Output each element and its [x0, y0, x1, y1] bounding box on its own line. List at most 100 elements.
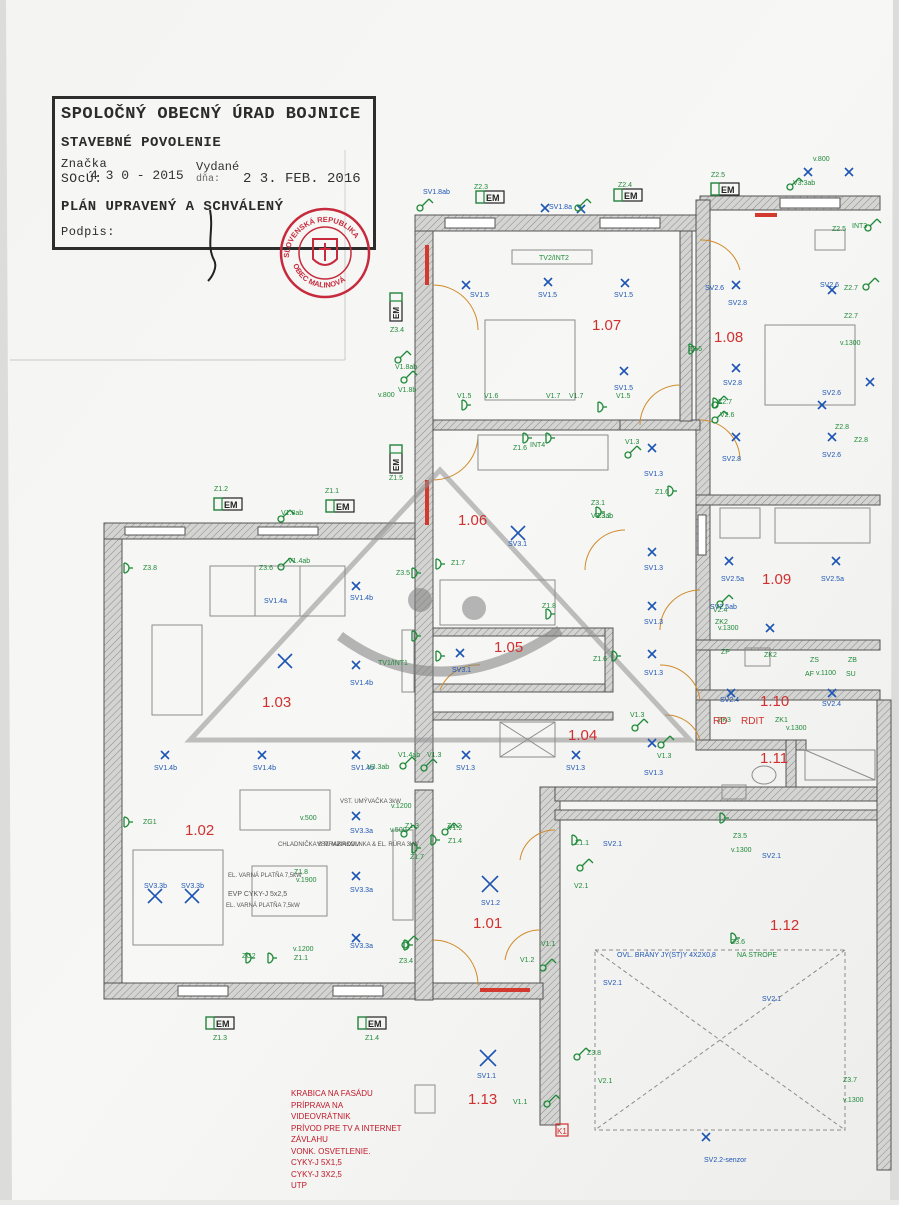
- socket-circuit-label: ZG2: [242, 953, 256, 960]
- wall-socket-icon: [545, 608, 555, 620]
- switch-circuit-label: V2.1: [574, 883, 589, 890]
- wall-socket-icon: [712, 397, 722, 409]
- light-circuit-label: SV2.2-senzor: [704, 1157, 747, 1164]
- socket-circuit-label: Z1.4: [448, 838, 462, 845]
- gate-cable-note: OVL. BRÁNY JY(ST)Y 4X2X0,8: [617, 950, 716, 959]
- em-label: EM: [721, 185, 735, 195]
- note-line: CYKY-J 5X1,5: [291, 1158, 342, 1167]
- socket-circuit-label: Z1.3: [213, 1035, 227, 1042]
- light-switch-icon: [543, 1094, 561, 1108]
- light-switch-icon: [574, 198, 592, 212]
- height-label: v.1200: [293, 946, 314, 953]
- light-fixture-icon: [351, 750, 361, 760]
- socket-circuit-label: Z1.6: [513, 445, 527, 452]
- light-switch-icon: [400, 824, 418, 838]
- height-label: v.500: [300, 815, 317, 822]
- appliance-note: VST. UMÝVAČKA 3kW: [340, 798, 401, 805]
- stamp-approved: PLÁN UPRAVENÝ A SCHVÁLENÝ: [61, 199, 284, 215]
- light-circuit-label: SV1.8a: [549, 204, 572, 211]
- light-circuit-label: SV2.6: [822, 390, 841, 397]
- socket-circuit-label: ZS: [810, 657, 819, 664]
- approval-stamp: SPOLOČNÝ OBECNÝ ÚRAD BOJNICE STAVEBNÉ PO…: [52, 96, 376, 250]
- room-label: 1.02: [185, 822, 214, 839]
- socket-circuit-label: Z1.6: [655, 489, 669, 496]
- light-fixture-icon: [647, 601, 657, 611]
- light-circuit-label: SV1.3: [644, 770, 663, 777]
- socket-circuit-label: ZK1: [775, 717, 788, 724]
- data-socket-label: INT4: [530, 442, 545, 449]
- wall-socket-icon: [667, 485, 677, 497]
- light-circuit-label: SV1.3: [644, 471, 663, 478]
- wall-socket-icon: [522, 432, 532, 444]
- light-circuit-label: SV2.5a: [821, 576, 844, 583]
- socket-circuit-label: Z2.3: [474, 184, 488, 191]
- wall-socket-icon: [595, 506, 605, 518]
- switch-circuit-label: V3.3ab: [367, 764, 389, 771]
- light-switch-icon: [716, 594, 734, 608]
- light-fixture-icon: [351, 933, 361, 943]
- light-circuit-label: SV1.5: [614, 292, 633, 299]
- light-fixture-icon: [844, 167, 854, 177]
- socket-circuit-label: Z3.5: [396, 570, 410, 577]
- light-fixture-icon: [257, 750, 267, 760]
- rack-label: RDIT: [741, 716, 764, 727]
- switch-circuit-label: V1.5: [616, 393, 631, 400]
- stamp-label-socu: SOcÚ:: [61, 171, 103, 186]
- furniture: [132, 229, 876, 1131]
- switch-circuit-label: V2.4: [713, 607, 728, 614]
- light-fixture-icon: [540, 203, 550, 213]
- light-fixture-icon: [731, 432, 741, 442]
- paper-sheet: [6, 0, 893, 1200]
- electric-meter-box-icon: EM: [389, 444, 403, 474]
- wall-socket-icon: [123, 816, 133, 828]
- socket-circuit-label: Z1.2: [447, 823, 461, 830]
- socket-circuit-label: Z2.7: [844, 313, 858, 320]
- light-fixture-icon: [571, 750, 581, 760]
- socket-circuit-label: Z3.6: [259, 565, 273, 572]
- tv-socket-label: TV2/INT2: [539, 255, 569, 262]
- light-circuit-label: SV1.4b: [351, 765, 374, 772]
- note-line: KRABICA NA FASÁDU: [291, 1089, 373, 1098]
- switch-circuit-label: V2.6: [720, 412, 735, 419]
- wall-socket-icon: [435, 558, 445, 570]
- room-label: 1.09: [762, 571, 791, 588]
- light-fixture-icon: [827, 285, 837, 295]
- height-label: v.1200: [391, 803, 412, 810]
- light-circuit-label: SV3.3a: [350, 828, 373, 835]
- ceiling-light-icon: [277, 653, 293, 669]
- light-fixture-icon: [351, 660, 361, 670]
- light-circuit-label: SV3.1: [508, 541, 527, 548]
- switch-circuit-label: V1.6: [484, 393, 499, 400]
- light-switch-icon: [400, 370, 418, 384]
- socket-circuit-label: Z1.6: [593, 656, 607, 663]
- light-fixture-icon: [647, 547, 657, 557]
- watermark: [184, 466, 696, 743]
- junction-box-icon: [555, 1123, 569, 1137]
- light-switch-icon: [277, 509, 295, 523]
- light-fixture-icon: [461, 750, 471, 760]
- switch-circuit-label: V1.3: [657, 753, 672, 760]
- light-switch-icon: [420, 758, 438, 772]
- socket-circuit-label: Z3.5: [733, 833, 747, 840]
- light-fixture-icon: [543, 277, 553, 287]
- light-switch-icon: [416, 198, 434, 212]
- switch-circuit-label: V1.7: [546, 393, 561, 400]
- socket-circuit-label: ZB: [848, 657, 857, 664]
- light-circuit-label: SV2.4: [822, 701, 841, 708]
- ceiling-light-icon: [147, 888, 163, 904]
- light-circuit-label: SV2.4: [720, 697, 739, 704]
- light-fixture-icon: [455, 648, 465, 658]
- height-label: v.1900: [296, 877, 317, 884]
- wall-socket-icon: [435, 650, 445, 662]
- data-socket-label: INT3: [852, 223, 867, 230]
- light-switch-icon: [576, 858, 594, 872]
- rack-label: RD: [713, 716, 727, 727]
- socket-circuit-label: Z3.6: [731, 939, 745, 946]
- socket-circuit-label: Z2.5: [711, 172, 725, 179]
- em-label: EM: [336, 502, 350, 512]
- electric-meter-box-icon: EM: [613, 188, 643, 202]
- wall-socket-icon: [571, 834, 581, 846]
- switch-circuit-label: V3.3ab: [591, 513, 613, 520]
- switch-circuit-label: V1.2: [520, 957, 535, 964]
